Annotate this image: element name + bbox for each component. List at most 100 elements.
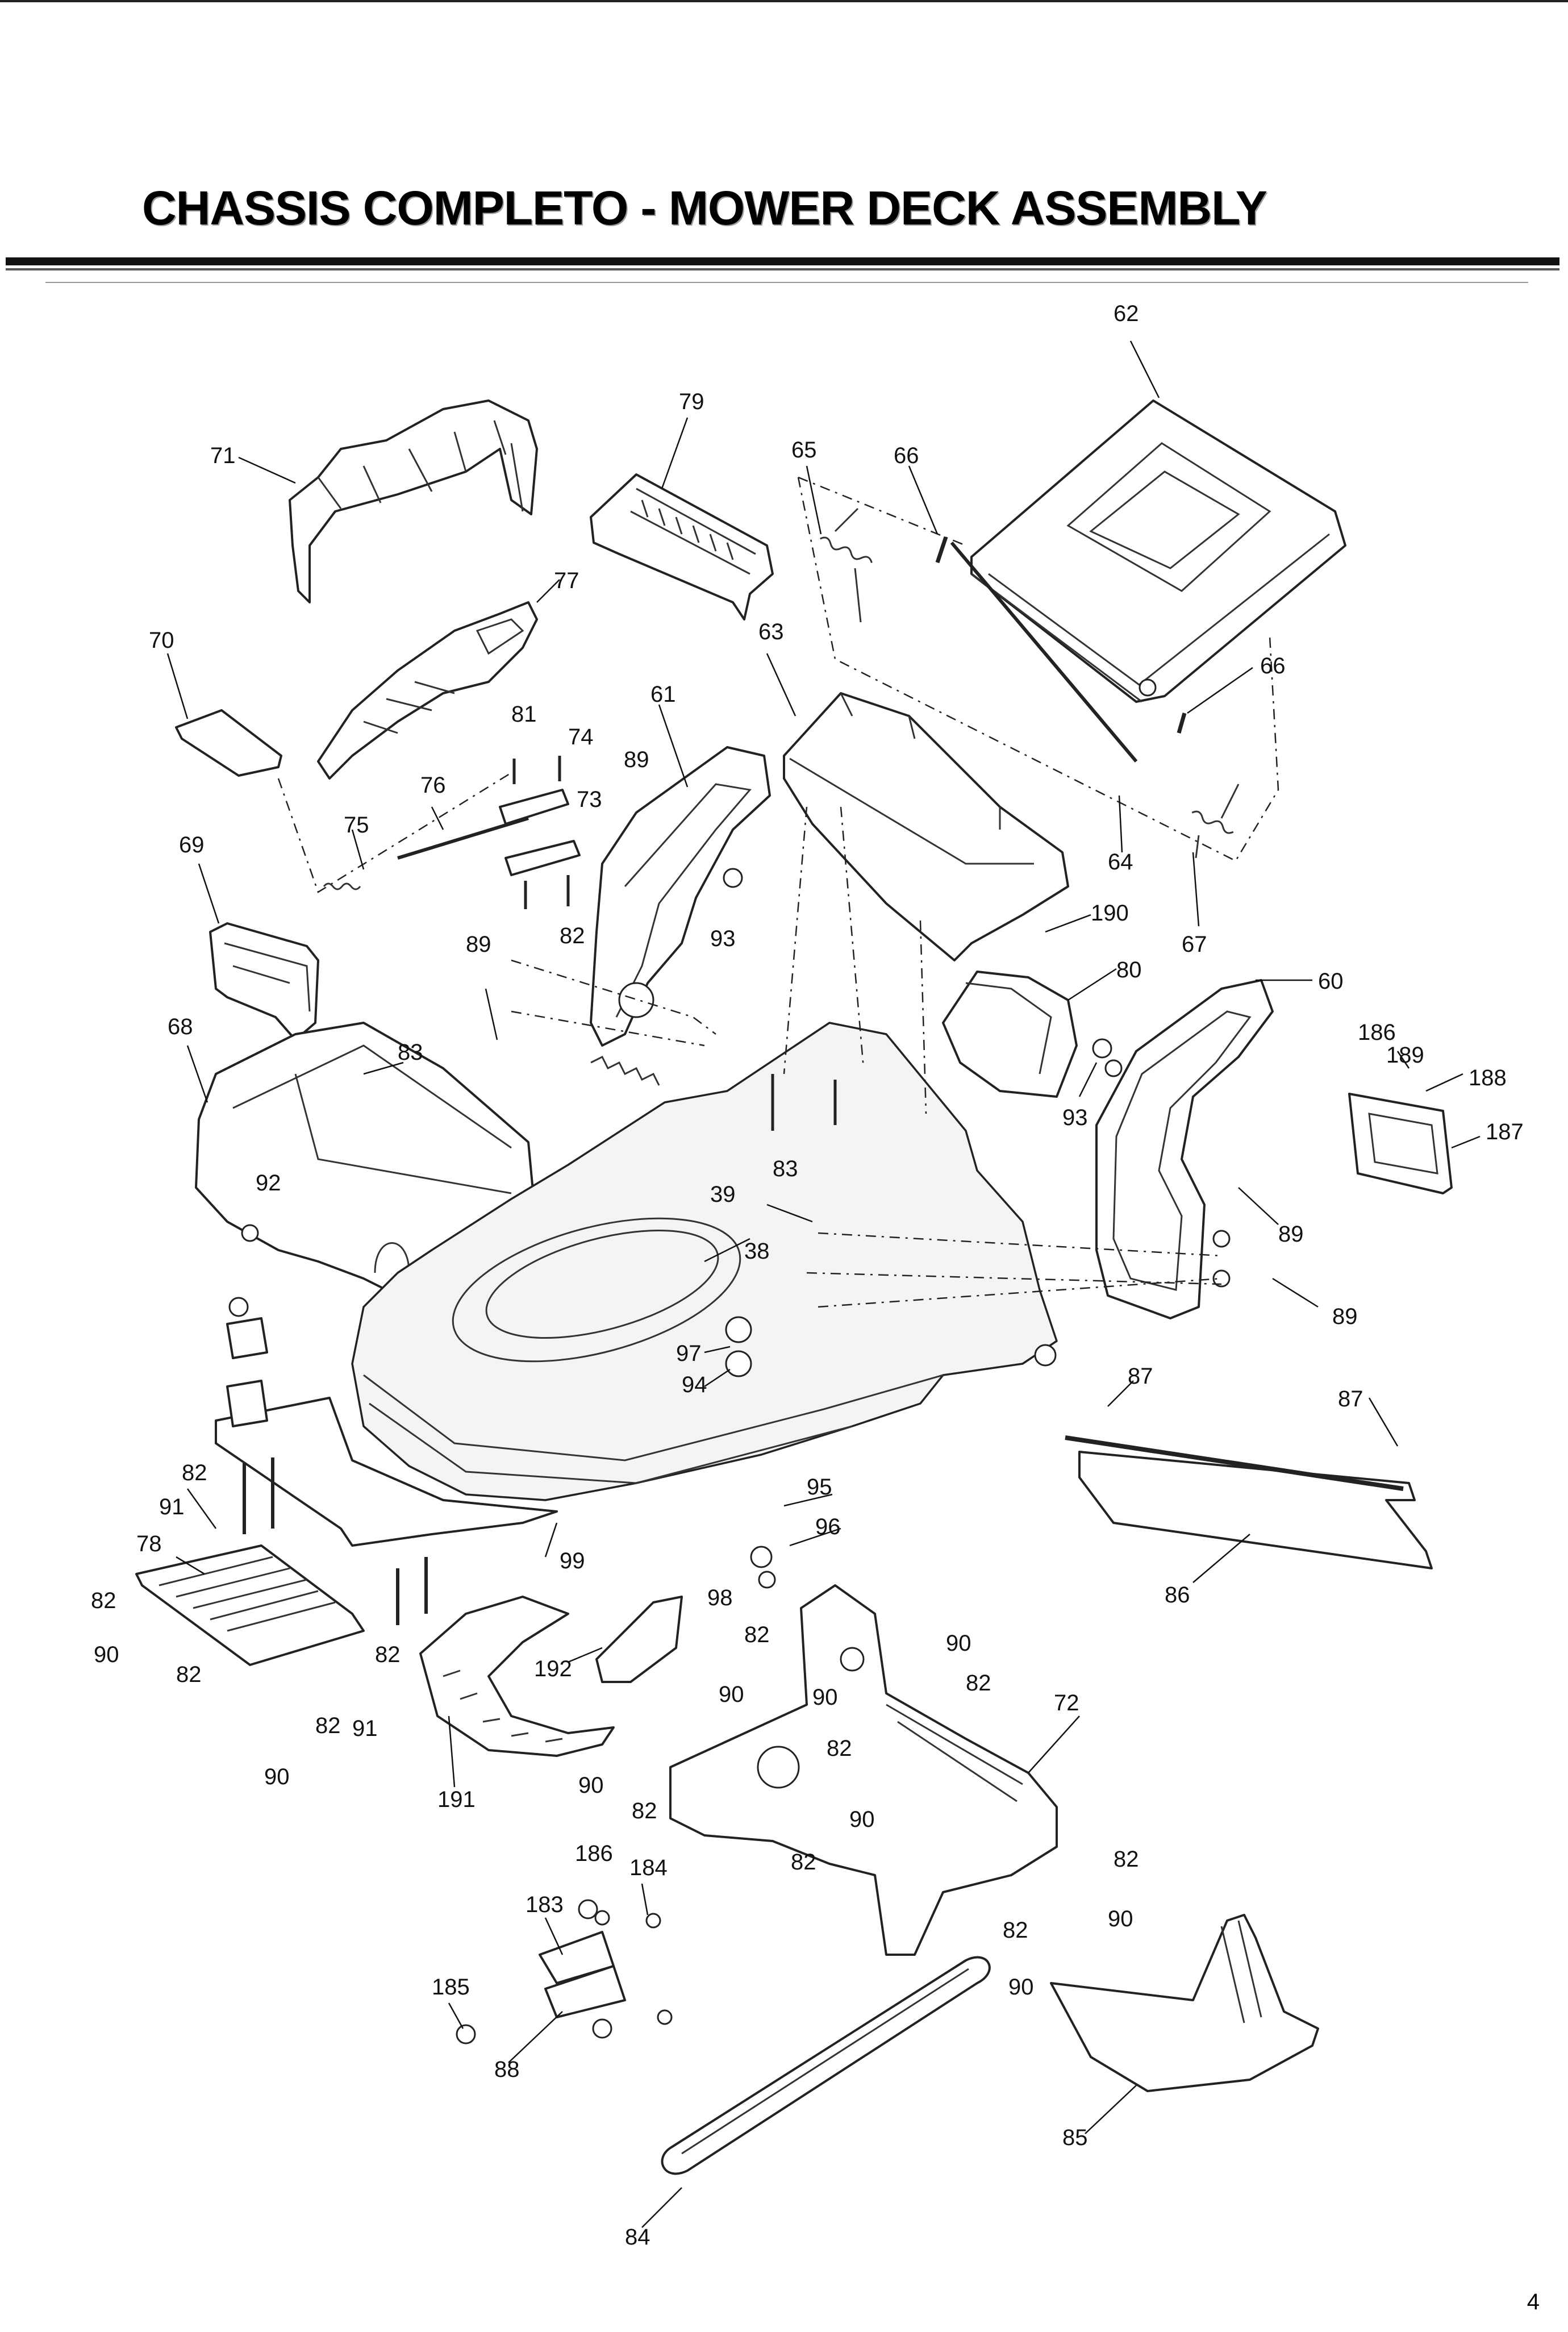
part-99-front-skirt (215, 1397, 558, 1547)
callout-88: 88 (494, 2057, 520, 2082)
part-191-blade (419, 1596, 615, 1757)
part-63-rear-chute (783, 692, 1069, 961)
part-85-bottom-cover (1050, 1914, 1319, 2092)
callout-96: 96 (815, 1514, 841, 1539)
callout-61: 61 (650, 682, 676, 707)
callout-184: 184 (629, 1855, 668, 1880)
callout-82: 82 (827, 1736, 852, 1761)
callout-85: 85 (1062, 2125, 1088, 2150)
callout-82: 82 (791, 1850, 816, 1875)
part-80-motor-bracket (942, 971, 1078, 1098)
callout-93: 93 (710, 926, 736, 951)
callout-82: 82 (315, 1713, 341, 1738)
callout-97: 97 (676, 1341, 702, 1366)
callout-82: 82 (1003, 1918, 1028, 1943)
title-underline-thick (6, 257, 1559, 265)
callout-73: 73 (577, 787, 602, 812)
assembly-lines-deck (511, 806, 1222, 1308)
leader-lines-lower (448, 1647, 1137, 2228)
callout-65: 65 (791, 438, 817, 463)
part-76-latch-rod (323, 817, 529, 890)
callout-183: 183 (526, 1892, 564, 1917)
callout-87: 87 (1128, 1364, 1153, 1389)
callout-90: 90 (578, 1773, 604, 1798)
callout-82: 82 (1114, 1847, 1139, 1872)
part-86-rear-flap (1065, 1435, 1433, 1569)
callout-76: 76 (420, 773, 446, 798)
part-73-74-latch (499, 756, 581, 909)
callout-82: 82 (182, 1460, 207, 1485)
part-64-hinge-rod (797, 476, 1279, 862)
part-192-blade-adapter (595, 1596, 683, 1683)
callout-84: 84 (625, 2225, 650, 2250)
callout-90: 90 (812, 1685, 838, 1710)
callout-90: 90 (94, 1642, 119, 1667)
callout-191: 191 (437, 1787, 476, 1812)
part-84-belt (661, 1956, 991, 2175)
callout-62: 62 (1114, 301, 1139, 326)
callout-186: 186 (575, 1841, 613, 1866)
callout-89: 89 (624, 747, 649, 772)
callout-187: 187 (1486, 1119, 1524, 1144)
leader-lines (166, 340, 1481, 1583)
callout-80: 80 (1116, 957, 1142, 982)
part-72-drive-housing (669, 1584, 1058, 1956)
callout-89: 89 (1332, 1304, 1358, 1329)
title-underline (6, 268, 1559, 270)
part-60-right-bracket (1095, 979, 1274, 1319)
callout-69: 69 (179, 832, 205, 857)
callout-68: 68 (168, 1014, 193, 1039)
callout-60: 60 (1318, 969, 1344, 994)
title-underline-thin (45, 282, 1528, 283)
callout-78: 78 (136, 1531, 162, 1556)
callout-83: 83 (773, 1156, 798, 1181)
part-70-cover-plate (175, 709, 282, 777)
callout-74: 74 (568, 724, 594, 749)
callout-90: 90 (264, 1764, 290, 1789)
callout-67: 67 (1182, 932, 1207, 957)
callout-79: 79 (679, 389, 704, 414)
part-68-engine-hood (195, 1022, 538, 1297)
callout-labels: 62 79 65 66 66 71 77 70 63 61 81 74 76 7… (91, 301, 1524, 2250)
callout-81: 81 (511, 702, 537, 727)
part-65-spring (820, 507, 873, 623)
callout-82: 82 (560, 923, 585, 948)
callout-75: 75 (344, 813, 369, 838)
callout-189: 189 (1386, 1043, 1424, 1068)
part-79-grille (590, 473, 774, 621)
callout-82: 82 (91, 1588, 116, 1613)
callout-92: 92 (256, 1171, 281, 1196)
callout-91: 91 (352, 1716, 378, 1741)
callout-82: 82 (966, 1671, 991, 1696)
callout-86: 86 (1165, 1583, 1190, 1608)
callout-71: 71 (210, 443, 236, 468)
top-border-line (0, 0, 1568, 2)
callout-39: 39 (710, 1182, 736, 1207)
callout-95: 95 (807, 1475, 832, 1500)
callout-82: 82 (375, 1642, 401, 1667)
callout-63: 63 (758, 619, 784, 644)
callout-70: 70 (149, 628, 174, 653)
callout-91: 91 (159, 1494, 185, 1519)
callout-82: 82 (632, 1798, 657, 1823)
part-67-spring (1191, 784, 1240, 859)
callout-185: 185 (432, 1975, 470, 2000)
callout-186: 186 (1358, 1020, 1396, 1045)
page-title: CHASSIS COMPLETO - MOWER DECK ASSEMBLY (142, 181, 1267, 235)
part-61-left-bracket (590, 746, 771, 1086)
callout-90: 90 (1108, 1906, 1133, 1931)
callout-66: 66 (1260, 653, 1286, 678)
callout-64: 64 (1108, 849, 1133, 875)
callout-77: 77 (554, 568, 579, 593)
callout-83: 83 (398, 1040, 423, 1065)
callout-82: 82 (744, 1622, 770, 1647)
callout-89: 89 (1278, 1222, 1304, 1247)
callout-87: 87 (1338, 1386, 1363, 1411)
part-77-handle-housing (317, 601, 538, 780)
callout-90: 90 (946, 1631, 971, 1656)
callout-190: 190 (1091, 901, 1129, 926)
callout-98: 98 (707, 1585, 733, 1610)
callout-90: 90 (1008, 1975, 1034, 2000)
